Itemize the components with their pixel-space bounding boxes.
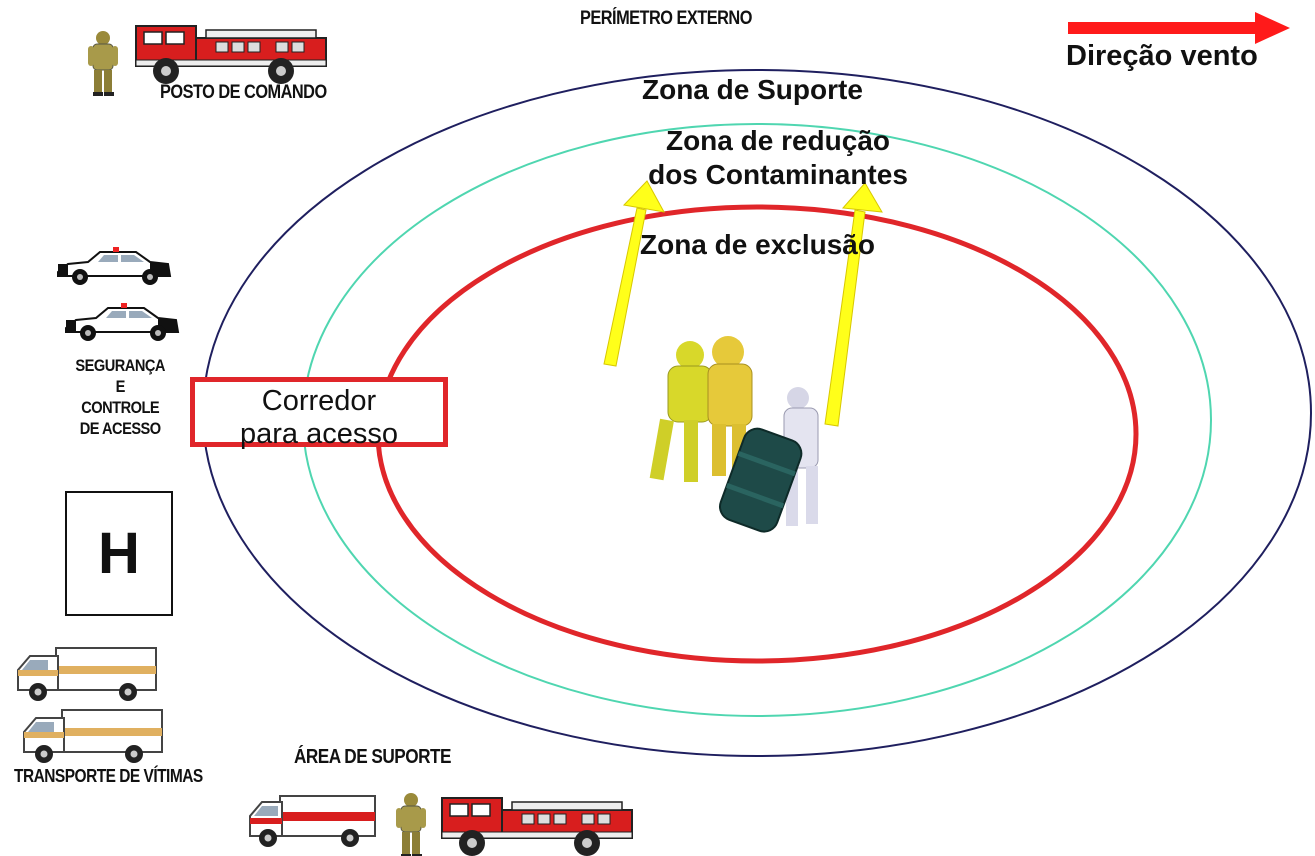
security-line4: DE ACESSO [79,419,161,438]
upward-arrow-icon [824,182,883,427]
ambulance-icon [23,709,163,764]
access-corridor: Corredor para acesso [190,377,448,450]
police-car-icon [57,246,171,286]
corridor-line2: para acesso [240,418,398,450]
security-line2: E [115,377,126,396]
victim-transport-label: TRANSPORTE DE VÍTIMAS [14,766,203,786]
wind-arrow-icon [1068,12,1290,44]
reduction-zone-line1: Zona de redução [665,125,891,156]
support-zone-label: Zona de Suporte [642,74,863,105]
firefighter-icon [395,792,427,856]
corridor-line1: Corredor [261,385,377,417]
firefighter-icon [87,30,119,97]
command-post-label: POSTO DE COMANDO [160,82,327,103]
upward-arrow-icon [603,180,665,367]
reduction-zone-line2: dos Contaminantes [648,159,908,190]
support-area-label: ÁREA DE SUPORTE [294,746,451,768]
security-line3: CONTROLE [81,398,160,417]
access-corridor-label: Corredor para acesso [195,385,443,451]
wind-direction-label: Direção vento [1066,40,1258,72]
reduction-zone-label: Zona de redução dos Contaminantes [618,124,938,192]
helipad-label: H [98,521,140,586]
outer-perimeter-label: PERÍMETRO EXTERNO [580,8,752,29]
ambulance-icon [17,647,157,702]
security-line1: SEGURANÇA [75,356,165,375]
exclusion-zone-label: Zona de exclusão [640,229,875,260]
hazmat-team-icon [649,336,819,533]
security-access-label: SEGURANÇA E CONTROLE DE ACESSO [60,355,180,439]
police-car-icon [65,302,179,342]
fire-truck-icon [441,797,633,856]
ambulance-icon [249,795,376,848]
helipad-icon: H [65,491,173,616]
fire-truck-icon [135,25,327,85]
